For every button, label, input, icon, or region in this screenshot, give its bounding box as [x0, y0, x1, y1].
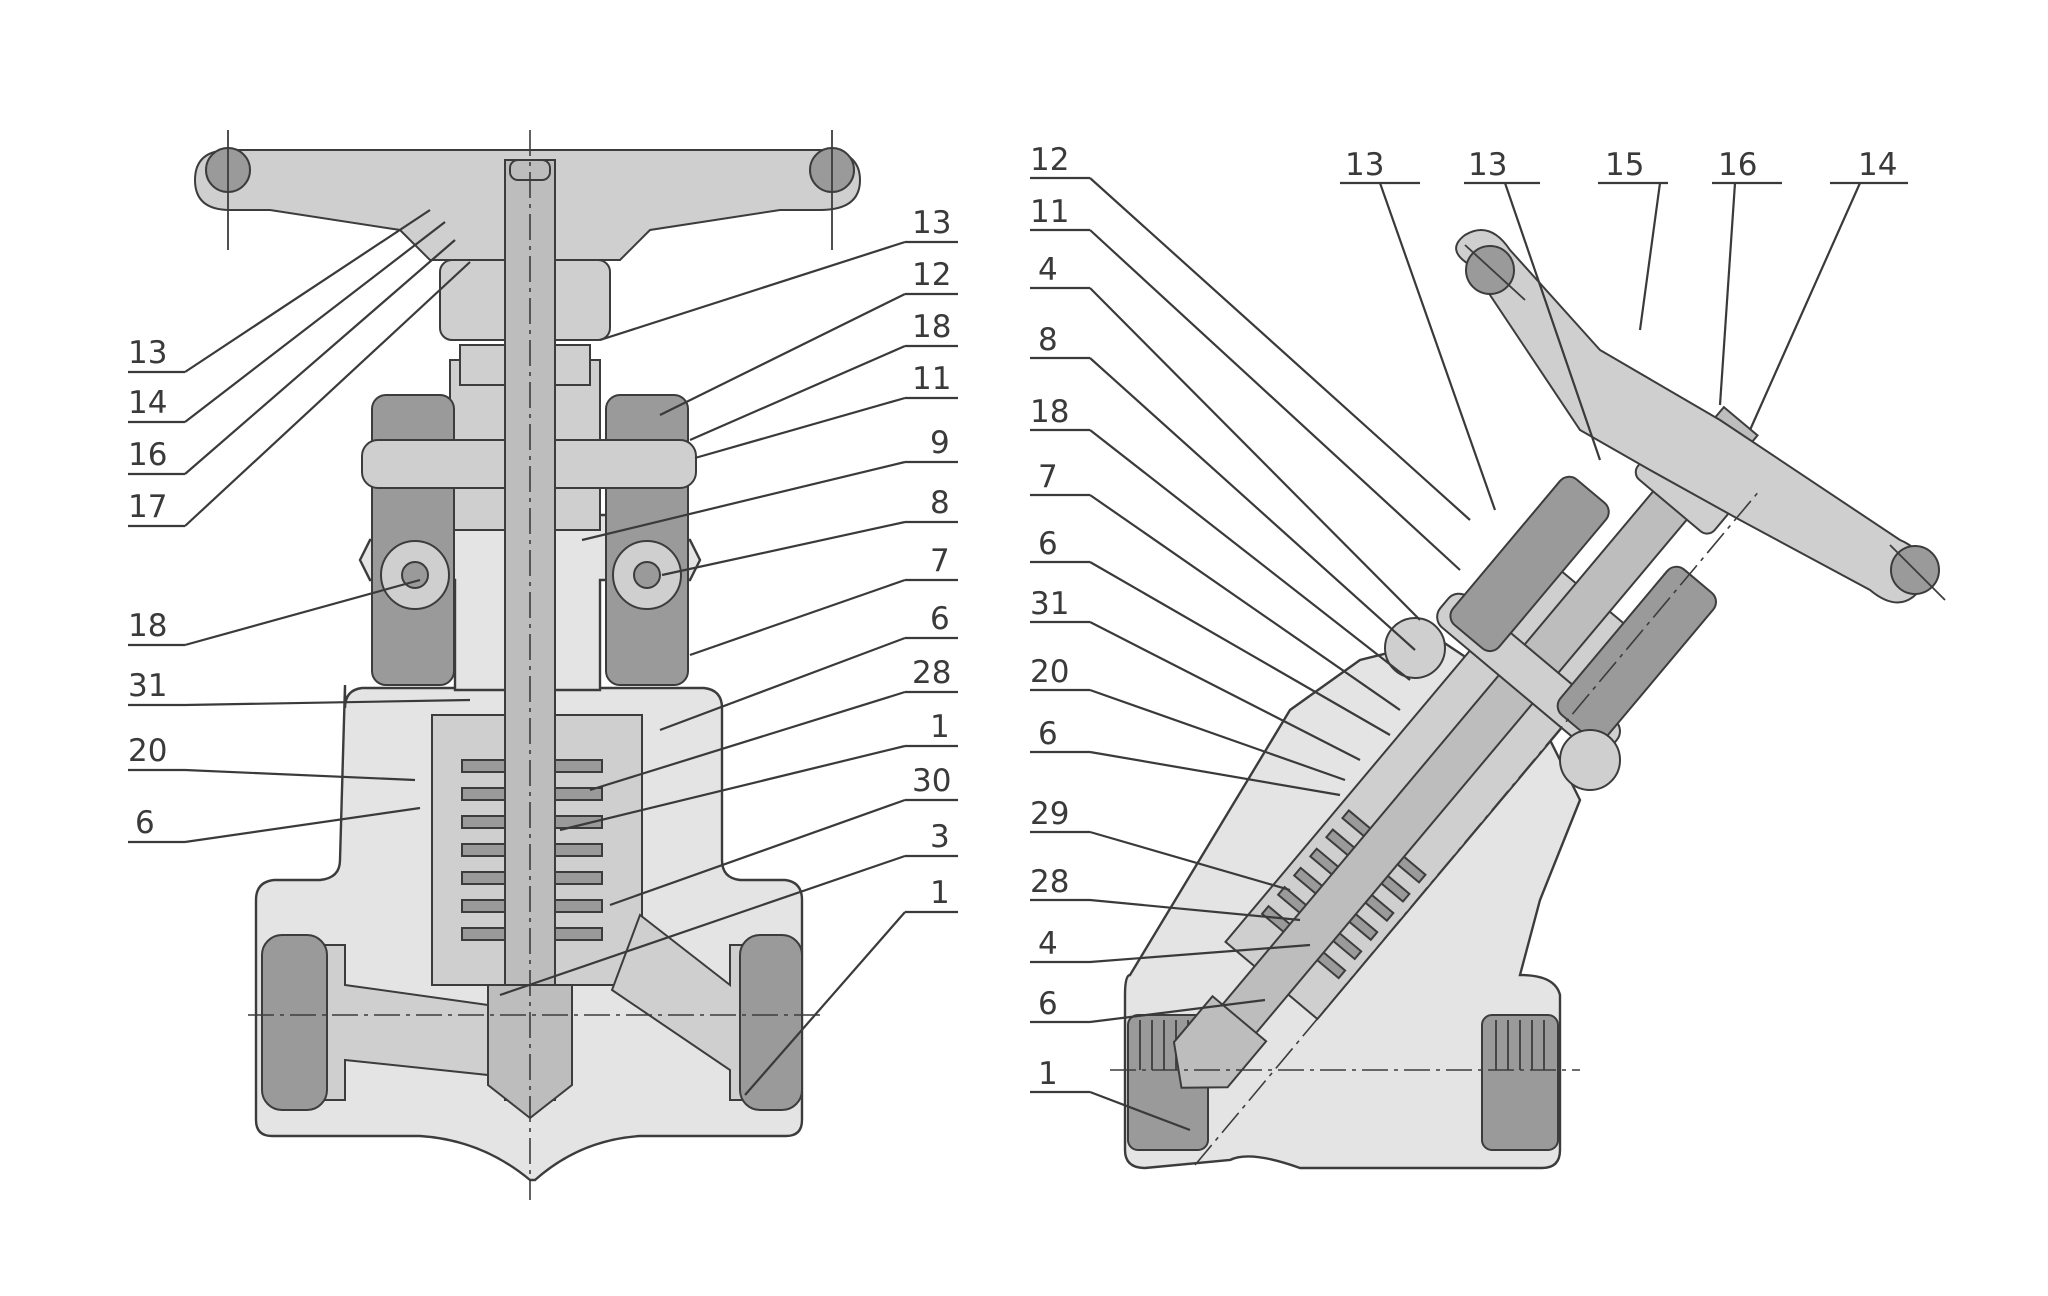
right-view-callouts-top: 13 13 15 16 14 [1345, 147, 1897, 183]
left-callout-13: 13 [128, 335, 167, 371]
right-callout-14: 14 [1858, 147, 1897, 183]
left-callout-9: 9 [930, 425, 950, 461]
right-callout-11: 11 [1030, 194, 1069, 230]
right-callout-12: 12 [1030, 142, 1069, 178]
right-view-leaders-left [1030, 176, 1471, 1132]
right-callout-4-second: 4 [1038, 926, 1058, 962]
left-callout-11: 11 [912, 361, 951, 397]
left-view-leaders-left [128, 209, 471, 844]
left-valve-drawing [193, 130, 862, 1200]
left-callout-8: 8 [930, 485, 950, 521]
left-view-callouts-left: 13 14 16 17 18 31 20 6 [128, 335, 167, 841]
right-handwheel-axis-top [1464, 244, 1526, 301]
right-callout-15: 15 [1605, 147, 1644, 183]
right-handwheel [1455, 229, 1926, 604]
right-bolt-left [1449, 475, 1610, 653]
right-callout-13-second: 13 [1468, 147, 1507, 183]
right-eyebolt-pin-right [1559, 729, 1621, 791]
left-callout-14: 14 [128, 385, 167, 421]
left-callout-13-right: 13 [912, 205, 951, 241]
right-callout-13-first: 13 [1345, 147, 1384, 183]
right-outlet-port [1481, 1014, 1559, 1151]
left-callout-30: 30 [912, 763, 951, 799]
right-callout-8: 8 [1038, 322, 1058, 358]
right-callout-28: 28 [1030, 864, 1069, 900]
left-callout-18: 18 [128, 608, 167, 644]
right-stem-centerline [1194, 489, 1761, 1166]
right-view-callouts-left: 12 11 4 8 18 7 6 31 20 6 29 28 4 6 1 [1030, 142, 1069, 1092]
left-callout-20: 20 [128, 733, 167, 769]
right-callout-7: 7 [1038, 459, 1058, 495]
left-callout-7: 7 [930, 543, 950, 579]
left-bolt-left [371, 394, 455, 686]
left-eyebolt-hole-right [633, 561, 661, 589]
left-callout-6-right: 6 [930, 601, 950, 637]
right-callout-31: 31 [1030, 586, 1069, 622]
right-callout-4: 4 [1038, 252, 1058, 288]
left-callout-3: 3 [930, 819, 950, 855]
left-view-callouts-right: 13 12 18 11 9 8 7 6 28 1 30 3 1 [912, 205, 951, 911]
right-valve-drawing [1110, 229, 1946, 1170]
left-callout-12: 12 [912, 257, 951, 293]
right-callout-18: 18 [1030, 394, 1069, 430]
right-callout-6-second: 6 [1038, 716, 1058, 752]
right-callout-6: 6 [1038, 526, 1058, 562]
right-bolt-right [1556, 565, 1717, 743]
left-callout-18-right: 18 [912, 309, 951, 345]
right-handwheel-axis-bottom [1889, 544, 1946, 601]
left-callout-6: 6 [135, 805, 155, 841]
left-view-leaders-right [499, 240, 958, 1096]
left-inlet-port [261, 934, 328, 1111]
right-callout-29: 29 [1030, 796, 1069, 832]
right-callout-6-third: 6 [1038, 986, 1058, 1022]
right-callout-20: 20 [1030, 654, 1069, 690]
right-callout-1: 1 [1038, 1056, 1058, 1092]
left-outlet-port [739, 934, 803, 1111]
right-view-leaders-top [1340, 181, 1908, 511]
right-eyebolt-pin-left [1384, 617, 1446, 679]
left-callout-1-bottom: 1 [930, 875, 950, 911]
left-callout-28: 28 [912, 655, 951, 691]
left-eyebolt-hole-left [401, 561, 429, 589]
left-callout-16: 16 [128, 437, 167, 473]
right-callout-16: 16 [1718, 147, 1757, 183]
right-disc [1172, 994, 1268, 1089]
left-callout-31: 31 [128, 668, 167, 704]
left-callout-1: 1 [930, 709, 950, 745]
left-callout-17: 17 [128, 489, 167, 525]
